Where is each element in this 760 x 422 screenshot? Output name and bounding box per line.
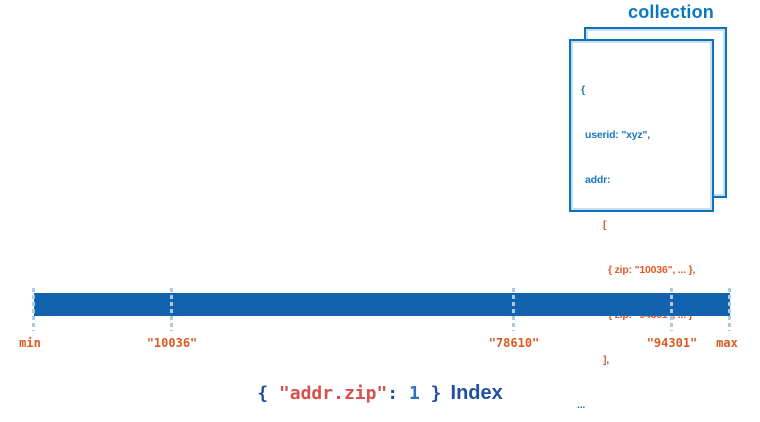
axis-label-min: min (19, 336, 41, 350)
collection-title: collection (627, 2, 714, 22)
index-range-bar (34, 293, 730, 316)
code-array-close-comma: , (606, 354, 610, 366)
code-line: addr: (571, 173, 712, 188)
caption-open-brace: { (257, 383, 279, 404)
caption-index-label: Index (450, 382, 503, 404)
axis-tick-78610 (512, 288, 515, 331)
code-array-close: ] (603, 354, 607, 366)
caption-colon: : (387, 383, 409, 404)
axis-label-78610: "78610" (488, 336, 540, 350)
code-line: { (571, 83, 712, 98)
code-line: [ (571, 218, 712, 233)
code-addr-field: addr: (585, 174, 611, 186)
axis-tick-10036 (170, 288, 173, 331)
axis-tick-min (32, 288, 35, 331)
code-ellipsis: ... (577, 399, 586, 411)
code-zip-10036: { zip: "10036", ... }, (608, 264, 696, 276)
axis-tick-94301 (670, 288, 673, 331)
code-line: ], (571, 353, 712, 368)
code-array-open: [ (603, 219, 607, 231)
axis-label-max: max (716, 336, 738, 350)
index-caption: { "addr.zip": 1 } Index (0, 382, 760, 405)
document-card-front: { userid: "xyz", addr: [ { zip: "10036",… (569, 39, 714, 411)
code-line: { zip: "10036", ... }, (571, 263, 712, 278)
caption-key: "addr.zip" (278, 383, 388, 404)
code-line: userid: "xyz", (571, 128, 712, 143)
axis-label-10036: "10036" (146, 336, 198, 350)
code-open-brace: { (581, 84, 585, 96)
caption-value: 1 (408, 383, 420, 404)
axis-tick-max (728, 288, 731, 331)
document-code: { userid: "xyz", addr: [ { zip: "10036",… (571, 53, 712, 422)
code-line: ... (571, 398, 712, 413)
code-userid-field: userid: "xyz", (585, 129, 650, 141)
caption-close-brace: } (419, 383, 442, 404)
axis-label-94301: "94301" (646, 336, 698, 350)
